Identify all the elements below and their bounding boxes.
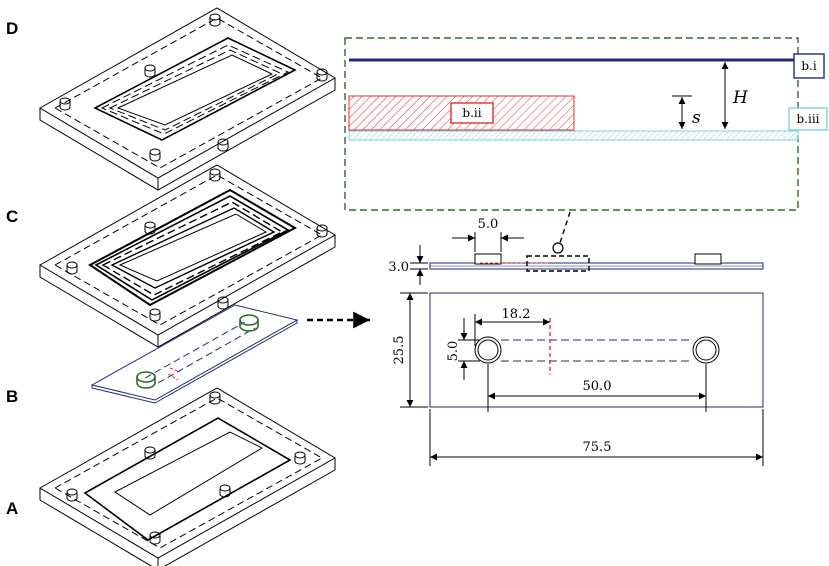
detail-leader — [559, 211, 571, 244]
outlet-port-icon — [239, 314, 259, 332]
panel-label-d: D — [6, 19, 18, 38]
dim-port-gap: 5.0 — [446, 341, 461, 362]
bottom-wall — [348, 130, 799, 141]
dim-port-spacing: 50.0 — [583, 379, 612, 394]
dim-width: 25.5 — [392, 336, 407, 365]
label-bottom: b.iii — [796, 112, 819, 126]
side-view — [410, 232, 764, 285]
panel-label-b: B — [6, 387, 18, 406]
detail-inset: H s b.ii b.i b.iii — [344, 37, 828, 211]
layer-b-slide — [90, 304, 299, 404]
label-strip: b.ii — [462, 106, 481, 120]
bolt-holes-c — [66, 168, 328, 322]
dim-strip-offset: 18.2 — [502, 307, 531, 322]
layer-d — [39, 7, 336, 191]
height-symbol: H — [732, 88, 749, 108]
gap-symbol: s — [692, 108, 701, 128]
inlet-port-icon — [136, 371, 156, 389]
panel-label-a: A — [6, 499, 18, 518]
layer-a — [39, 387, 336, 566]
top-view — [400, 292, 764, 466]
panel-label-c: C — [6, 207, 18, 226]
dim-port-diameter: 5.0 — [478, 217, 499, 232]
dim-length: 75.5 — [583, 440, 612, 455]
bolt-holes-a — [66, 391, 306, 545]
bolt-holes-d — [59, 13, 328, 162]
label-top: b.i — [801, 59, 816, 73]
dim-thickness: 3.0 — [388, 260, 409, 275]
detail-marker — [552, 242, 564, 254]
layer-c — [39, 164, 336, 348]
sample-strip — [348, 95, 575, 131]
